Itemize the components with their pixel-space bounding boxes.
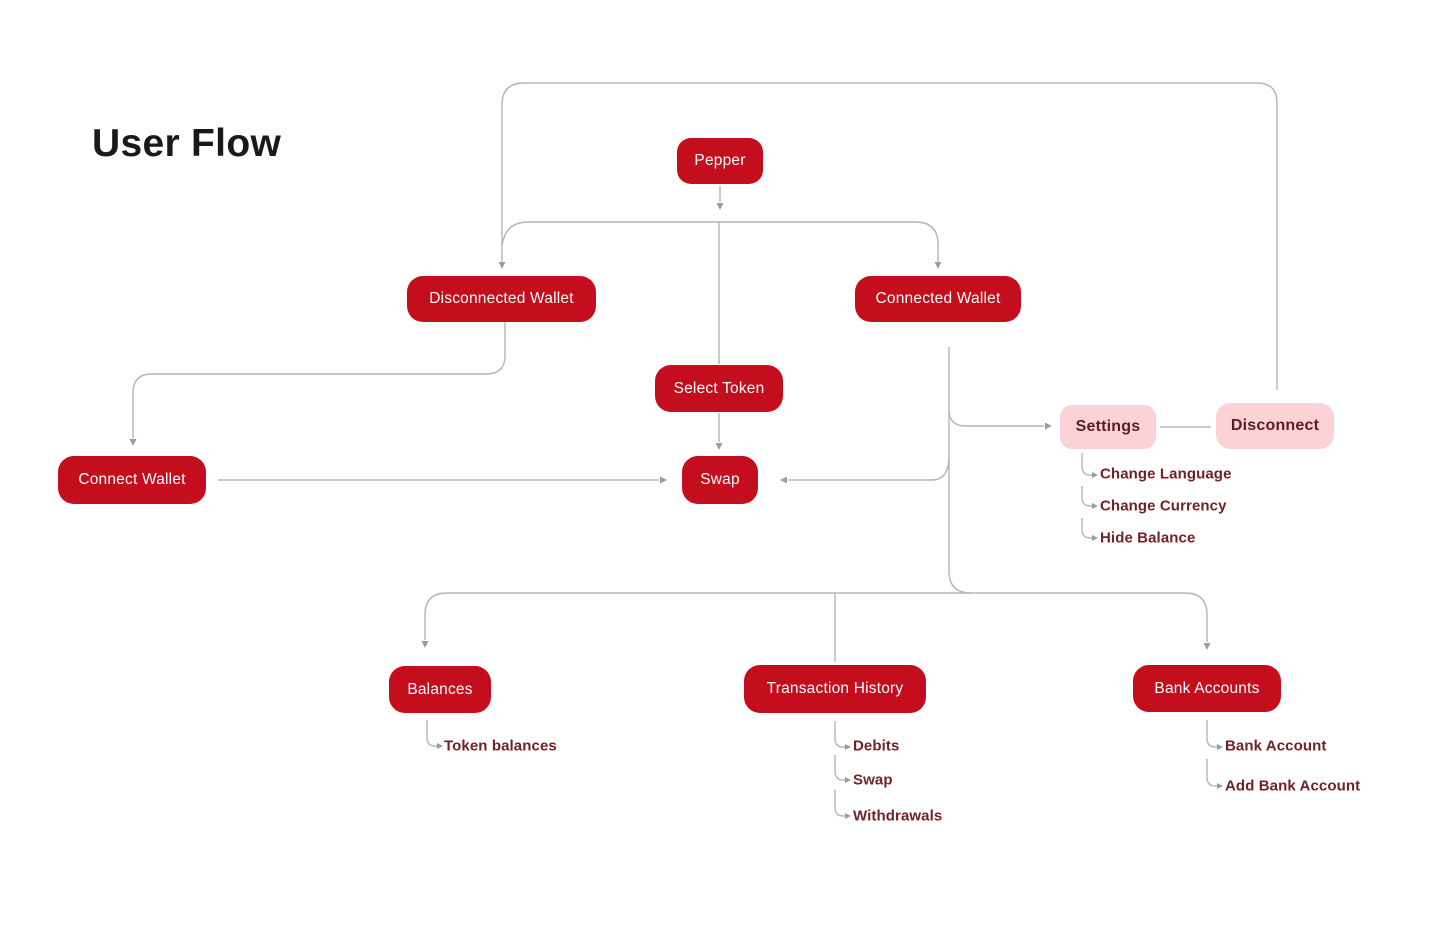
sub-item-hide-balance: Hide Balance <box>1100 529 1196 547</box>
node-settings[interactable]: Settings <box>1060 405 1156 449</box>
node-disconnect[interactable]: Disconnect <box>1216 403 1334 449</box>
elbow-add-bank-account <box>1206 759 1223 789</box>
node-swap[interactable]: Swap <box>682 456 758 504</box>
sub-item-change-language: Change Language <box>1100 465 1232 483</box>
elbow-change-language <box>1081 453 1098 478</box>
elbow-hide-balance <box>1081 518 1098 541</box>
sub-item-withdrawals: Withdrawals <box>853 807 943 825</box>
sub-item-change-currency: Change Currency <box>1100 497 1227 515</box>
edge-disconnected-to-connect-wallet <box>129 322 506 446</box>
elbow-withdrawals <box>834 790 851 819</box>
node-connect-wallet[interactable]: Connect Wallet <box>58 456 206 504</box>
elbow-token-balances <box>426 720 443 749</box>
edge-branch-to-connected-wallet <box>501 221 942 269</box>
edge-select-token-to-swap <box>715 413 723 450</box>
node-pepper[interactable]: Pepper <box>677 138 763 184</box>
elbow-bank-account <box>1206 720 1223 750</box>
edge-connect-wallet-to-swap <box>218 476 667 484</box>
edge-connected-to-settings <box>948 409 1052 430</box>
node-connected-wallet[interactable]: Connected Wallet <box>855 276 1021 322</box>
page-title: User Flow <box>92 122 282 165</box>
edge-connected-to-swap <box>780 455 950 484</box>
edge-pepper-to-branch <box>716 186 724 210</box>
elbow-swap <box>834 755 851 783</box>
node-transaction-history[interactable]: Transaction History <box>744 665 926 713</box>
node-balances[interactable]: Balances <box>389 666 491 713</box>
sub-item-swap: Swap <box>853 771 893 789</box>
sub-item-debits: Debits <box>853 737 900 755</box>
edge-connected-wallet-feed <box>948 347 972 594</box>
sub-item-add-bank-account: Add Bank Account <box>1225 777 1361 795</box>
sub-item-token-balances: Token balances <box>444 737 557 755</box>
elbow-debits <box>834 721 851 750</box>
edge-disconnect-to-disconnected-wallet <box>498 82 1278 390</box>
edge-bottom-branch <box>421 592 1211 650</box>
node-disconnected-wallet[interactable]: Disconnected Wallet <box>407 276 596 322</box>
elbow-change-currency <box>1081 486 1098 509</box>
node-bank-accounts[interactable]: Bank Accounts <box>1133 665 1281 712</box>
sub-item-bank-account: Bank Account <box>1225 737 1327 755</box>
node-select-token[interactable]: Select Token <box>655 365 783 412</box>
